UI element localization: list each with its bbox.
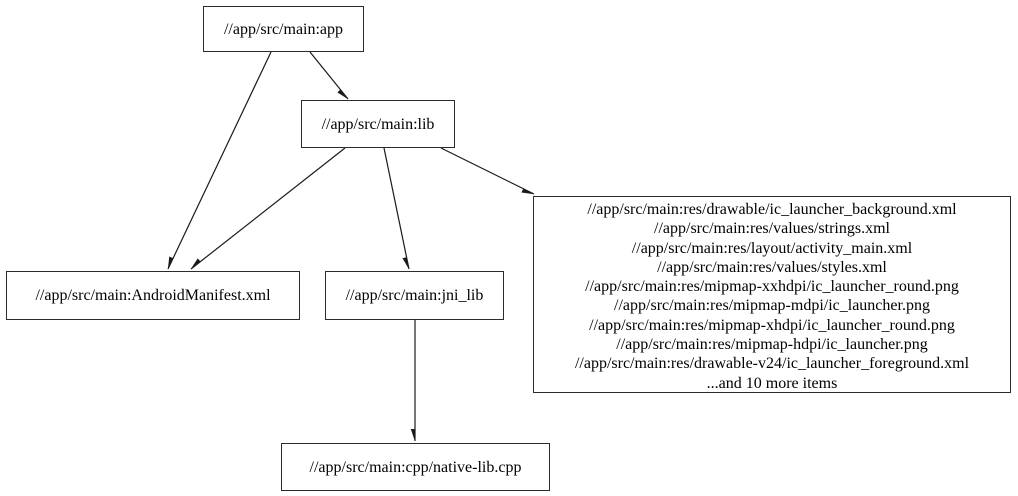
edge-lib-to-resources — [440, 147, 534, 195]
node-android-manifest: //app/src/main:AndroidManifest.xml — [6, 271, 300, 320]
resource-item: //app/src/main:res/values/strings.xml — [654, 220, 890, 238]
node-app-label: //app/src/main:app — [223, 20, 344, 38]
resource-item: //app/src/main:res/mipmap-hdpi/ic_launch… — [616, 336, 928, 354]
resource-item: //app/src/main:res/mipmap-xhdpi/ic_launc… — [589, 316, 955, 334]
node-native-lib: //app/src/main:cpp/native-lib.cpp — [281, 443, 550, 491]
node-lib: //app/src/main:lib — [301, 100, 455, 148]
edge-app-to-manifest — [167, 51, 272, 269]
node-jni-lib-label: //app/src/main:jni_lib — [345, 287, 484, 304]
resource-item: //app/src/main:res/layout/activity_main.… — [631, 239, 913, 257]
edge-app-to-lib — [309, 51, 349, 99]
resource-item: //app/src/main:res/mipmap-xxhdpi/ic_laun… — [585, 278, 959, 296]
resource-item: //app/src/main:res/drawable-v24/ic_launc… — [574, 355, 970, 373]
resource-item: //app/src/main:res/mipmap-mdpi/ic_launch… — [614, 297, 930, 315]
node-app: //app/src/main:app — [203, 6, 364, 52]
resource-item: //app/src/main:res/drawable/ic_launcher_… — [587, 201, 957, 218]
edge-lib-to-manifest — [191, 147, 346, 270]
resource-item: //app/src/main:res/values/styles.xml — [657, 258, 887, 276]
node-jni-lib: //app/src/main:jni_lib — [325, 271, 504, 320]
node-android-manifest-label: //app/src/main:AndroidManifest.xml — [35, 287, 271, 304]
resource-more-items: ...and 10 more items — [706, 374, 838, 392]
node-lib-label: //app/src/main:lib — [321, 115, 435, 133]
node-native-lib-label: //app/src/main:cpp/native-lib.cpp — [309, 458, 522, 476]
node-resources-group: //app/src/main:res/drawable/ic_launcher_… — [533, 196, 1011, 393]
edge-lib-to-jni-lib — [383, 147, 410, 269]
